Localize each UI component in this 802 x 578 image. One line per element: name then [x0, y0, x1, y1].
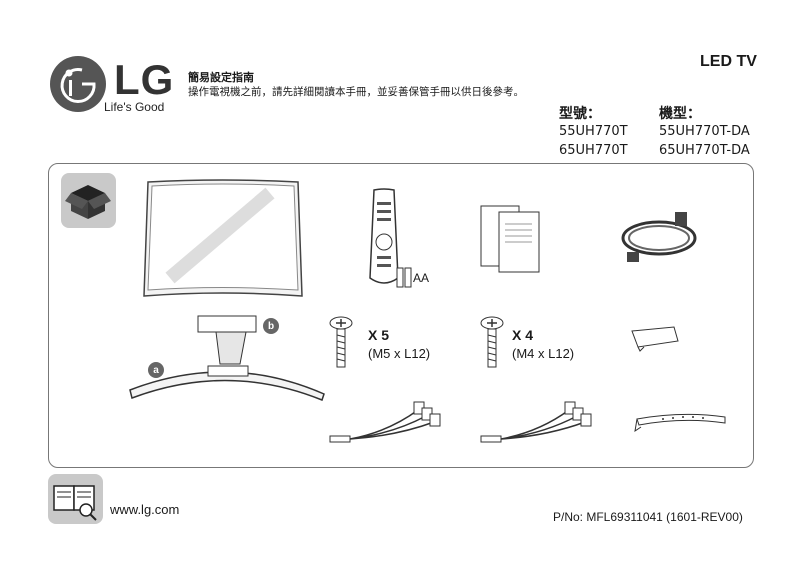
- battery-icon: [396, 266, 412, 292]
- guide-subtitle: 操作電視機之前，請先詳細閱讀本手冊，並妥善保管手冊以供日後參考。: [188, 86, 524, 98]
- cable-holder-illustration: [628, 325, 680, 357]
- screw-m4-spec: (M4 x L12): [512, 346, 575, 361]
- website-link[interactable]: www.lg.com: [110, 502, 180, 517]
- power-cord-illustration: [617, 208, 701, 266]
- screw-m5-spec: (M5 x L12): [368, 346, 431, 361]
- screw-m5-quantity: X 5: [368, 327, 390, 343]
- screw-m4-quantity: X 4: [512, 327, 534, 343]
- model-value-2: 65UH770T: [559, 143, 628, 158]
- tv-illustration: [140, 178, 305, 300]
- av-gender-cable-1: [328, 398, 444, 452]
- model-value-1: 55UH770T: [559, 124, 628, 139]
- cable-tie-illustration: [633, 409, 729, 441]
- model-header: 型號：: [559, 106, 601, 122]
- manual-book-icon: [48, 474, 103, 524]
- brand-tagline: Life's Good: [104, 100, 165, 114]
- part-number: P/No: MFL69311041 (1601-REV00): [553, 510, 743, 524]
- type-header: 機型：: [659, 106, 701, 122]
- screw-m4-icon: [479, 315, 505, 375]
- stand-part-a-badge: a: [148, 362, 164, 378]
- guide-title: 簡易設定指南: [188, 71, 254, 84]
- battery-label: AA: [413, 271, 430, 285]
- stand-part-b-badge: b: [263, 318, 279, 334]
- stand-illustration: [128, 312, 328, 404]
- manuals-illustration: [477, 204, 543, 274]
- magic-remote-illustration: [364, 188, 404, 290]
- lg-logo: [48, 54, 108, 114]
- type-value-1: 55UH770T-DA: [659, 124, 750, 139]
- av-gender-cable-2: [479, 398, 595, 452]
- type-value-2: 65UH770T-DA: [659, 143, 750, 158]
- accessories-box: [48, 163, 754, 468]
- product-type: LED TV: [700, 53, 757, 70]
- screw-m5-icon: [328, 315, 354, 375]
- box-contents-icon: [61, 173, 116, 228]
- brand-name: LG: [114, 56, 175, 103]
